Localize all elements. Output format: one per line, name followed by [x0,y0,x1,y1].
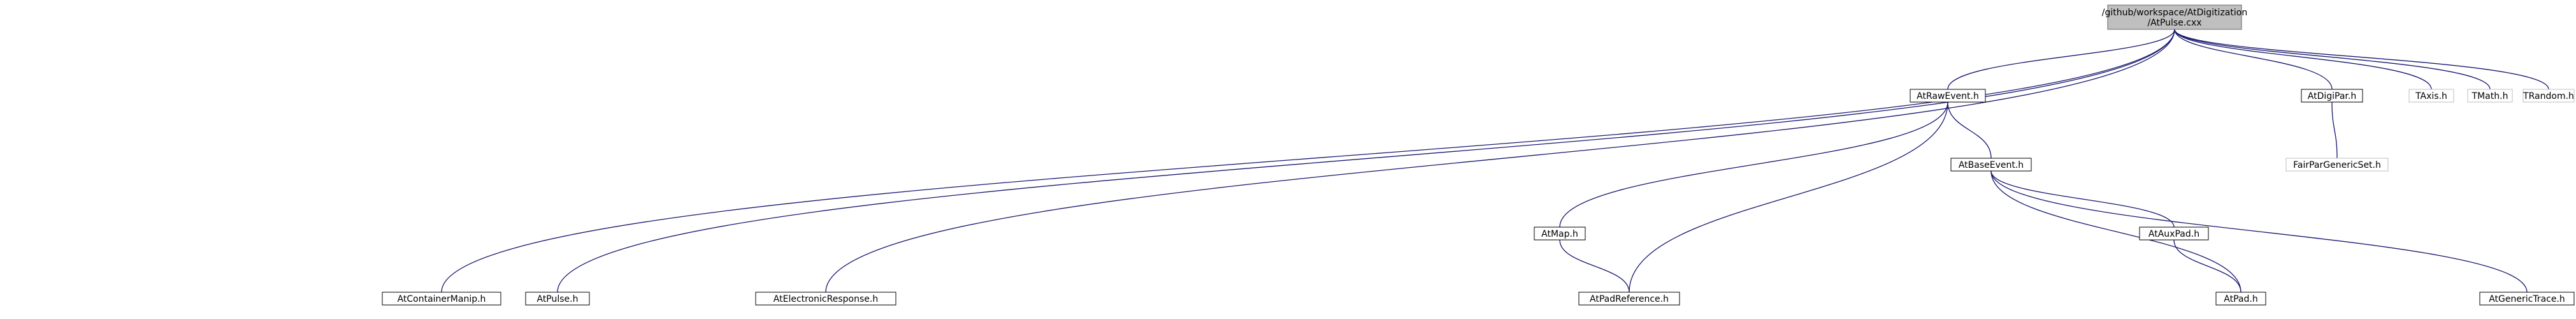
svg-text:AtMap.h: AtMap.h [1541,229,1578,239]
svg-text:AtElectronicResponse.h: AtElectronicResponse.h [774,294,878,304]
node-atelectronicresponse[interactable]: AtElectronicResponse.h [755,292,896,306]
svg-text:AtPulse.h: AtPulse.h [536,294,578,304]
svg-text:/github/workspace/AtDigitizati: /github/workspace/AtDigitization [2102,8,2247,18]
svg-text:AtBaseEvent.h: AtBaseEvent.h [1959,160,2024,170]
node-atdigipar[interactable]: AtDigiPar.h [2301,89,2363,103]
dependency-edge [1629,101,1948,293]
svg-text:AtPadReference.h: AtPadReference.h [1590,294,1669,304]
graph-nodes: /github/workspace/AtDigitization /AtPuls… [382,4,2575,306]
svg-text:AtRawEvent.h: AtRawEvent.h [1917,91,1979,101]
svg-text:TRandom.h: TRandom.h [2522,91,2574,101]
node-tmath: TMath.h [2467,89,2513,103]
dependency-edge [825,29,2175,293]
node-taxis: TAxis.h [2408,89,2454,103]
node-trandom: TRandom.h [2522,89,2575,103]
node-atauxpad[interactable]: AtAuxPad.h [2139,226,2209,241]
node-atrawevent[interactable]: AtRawEvent.h [1910,89,1986,103]
svg-text:/AtPulse.cxx: /AtPulse.cxx [2147,18,2201,28]
svg-text:AtGenericTrace.h: AtGenericTrace.h [2489,294,2565,304]
node-atcontainermanip[interactable]: AtContainerManip.h [382,292,501,306]
svg-text:AtPad.h: AtPad.h [2224,294,2257,304]
dependency-edge [1559,101,1948,228]
dependency-edge [2331,101,2338,159]
dependency-edge [2174,29,2491,90]
node-atpulse[interactable]: AtPulse.h [525,292,590,306]
dependency-edge [1990,170,2175,228]
dependency-edge [2174,29,2432,90]
svg-text:AtAuxPad.h: AtAuxPad.h [2148,229,2199,239]
dependency-edge [2174,29,2333,90]
graph-edges [441,29,2549,293]
dependency-edge [2173,239,2241,293]
node-fairpargenericset: FairParGenericSet.h [2285,158,2389,172]
dependency-edge [1990,170,2241,293]
dependency-edge [557,29,2175,293]
dependency-edge [1990,170,2528,293]
dependency-edge [2174,29,2549,90]
svg-text:FairParGenericSet.h: FairParGenericSet.h [2293,160,2381,170]
node-atbaseevent[interactable]: AtBaseEvent.h [1950,158,2032,172]
node-atgenerictrace[interactable]: AtGenericTrace.h [2479,292,2575,306]
dependency-edge [1947,29,2175,90]
dependency-edge [1947,101,1992,159]
dependency-edge [1559,239,1630,293]
svg-text:AtDigiPar.h: AtDigiPar.h [2308,91,2356,101]
node-atpad[interactable]: AtPad.h [2215,292,2266,306]
node-atpadreference[interactable]: AtPadReference.h [1578,292,1680,306]
node-root-file: /github/workspace/AtDigitization /AtPuls… [2102,4,2247,30]
node-atmap[interactable]: AtMap.h [1534,226,1586,241]
svg-text:AtContainerManip.h: AtContainerManip.h [398,294,486,304]
svg-text:TMath.h: TMath.h [2472,91,2508,101]
dependency-edge [441,29,2175,293]
svg-text:TAxis.h: TAxis.h [2415,91,2447,101]
